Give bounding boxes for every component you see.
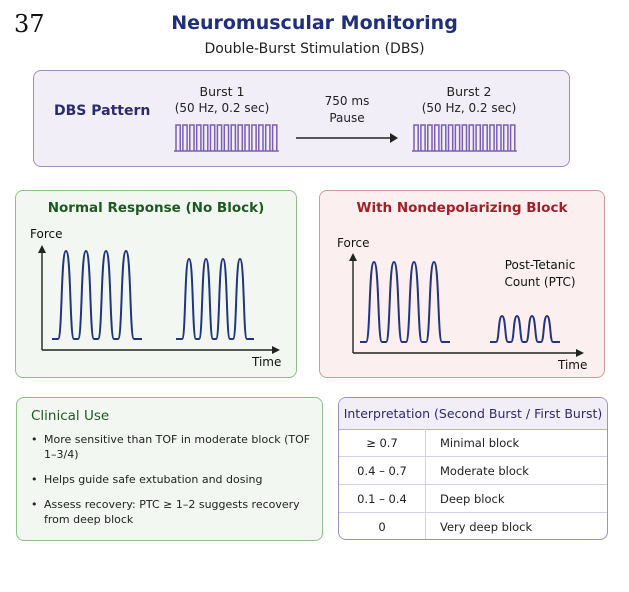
stimulus-pulse bbox=[237, 124, 244, 151]
y-axis-arrow-icon bbox=[349, 253, 357, 261]
block-force-label: Force bbox=[337, 236, 370, 250]
ratio-cell: 0.4 – 0.7 bbox=[339, 456, 426, 485]
stimulus-pulse bbox=[447, 124, 454, 151]
interpretation-panel: Interpretation (Second Burst / First Bur… bbox=[338, 397, 608, 540]
burst-2-name: Burst 2 bbox=[446, 84, 492, 99]
meaning-cell: Moderate block bbox=[425, 456, 607, 485]
first-burst-wave bbox=[52, 249, 142, 340]
stimulus-pulse bbox=[258, 124, 264, 151]
stimulus-pulse bbox=[461, 124, 468, 151]
page-number: 37 bbox=[14, 10, 45, 38]
nondepolarizing-block-panel: With Nondepolarizing Block Force Time Po… bbox=[319, 190, 605, 378]
stimulus-pulse bbox=[427, 124, 433, 151]
clinical-use-item: • Assess recovery: PTC ≥ 1–2 suggests rec… bbox=[31, 497, 321, 527]
second-burst-wave bbox=[176, 257, 254, 340]
stimulus-pulse bbox=[502, 124, 509, 151]
stimulus-pulse bbox=[454, 124, 461, 151]
table-row: 0.4 – 0.7 Moderate block bbox=[339, 456, 607, 485]
burst-2-pulses bbox=[412, 124, 517, 152]
stimulus-pulse bbox=[509, 124, 516, 151]
interpretation-table: ≥ 0.7 Minimal block 0.4 – 0.7 Moderate b… bbox=[339, 429, 607, 539]
clinical-use-text: More sensitive than TOF in moderate bloc… bbox=[44, 433, 311, 461]
ptc-annotation: Post-Tetanic Count (PTC) bbox=[490, 257, 590, 291]
table-row: 0 Very deep block bbox=[339, 512, 607, 539]
stimulus-pulse bbox=[468, 124, 475, 151]
ratio-cell: ≥ 0.7 bbox=[339, 429, 426, 457]
burst-2-params: (50 Hz, 0.2 sec) bbox=[421, 101, 517, 115]
page-title: Neuromuscular Monitoring bbox=[171, 12, 458, 34]
pause-value: 750 ms bbox=[324, 94, 370, 108]
dbs-pattern-panel: DBS Pattern Burst 1 (50 Hz, 0.2 sec) 750… bbox=[33, 70, 570, 167]
meaning-cell: Minimal block bbox=[425, 429, 607, 457]
x-axis-arrow-icon bbox=[272, 346, 280, 354]
bullet-icon: • bbox=[31, 433, 38, 446]
clinical-use-list: • More sensitive than TOF in moderate blo… bbox=[31, 432, 321, 537]
normal-time-label: Time bbox=[252, 355, 282, 369]
normal-response-plot bbox=[38, 245, 280, 354]
block-title: With Nondepolarizing Block bbox=[356, 200, 568, 216]
block-time-label: Time bbox=[558, 358, 588, 372]
burst-1-pulses bbox=[174, 124, 279, 152]
burst-1-params: (50 Hz, 0.2 sec) bbox=[174, 101, 270, 115]
stimulus-pulse bbox=[230, 124, 237, 151]
burst-1-label: Burst 1 (50 Hz, 0.2 sec) bbox=[167, 83, 277, 117]
stimulus-pulse bbox=[475, 124, 482, 151]
stimulus-pulse bbox=[251, 124, 257, 151]
bullet-icon: • bbox=[31, 498, 38, 511]
clinical-use-text: Helps guide safe extubation and dosing bbox=[44, 473, 263, 486]
clinical-use-item: • Helps guide safe extubation and dosing bbox=[31, 472, 321, 487]
clinical-use-item: • More sensitive than TOF in moderate blo… bbox=[31, 432, 321, 462]
table-row: ≥ 0.7 Minimal block bbox=[339, 429, 607, 457]
pause-arrow-icon bbox=[296, 133, 398, 143]
stimulus-pulse bbox=[244, 124, 250, 151]
stimulus-pulse bbox=[440, 124, 447, 151]
stimulus-pulse bbox=[189, 124, 195, 151]
pause-label: 750 ms Pause bbox=[317, 93, 377, 127]
x-axis-arrow-icon bbox=[576, 349, 584, 357]
clinical-use-text: Assess recovery: PTC ≥ 1–2 suggests reco… bbox=[44, 498, 300, 526]
stimulus-pulse bbox=[175, 124, 181, 151]
clinical-use-title: Clinical Use bbox=[31, 408, 110, 424]
pause-text: Pause bbox=[329, 111, 365, 125]
block-response-plot bbox=[349, 253, 584, 357]
y-axis-arrow-icon bbox=[38, 245, 46, 253]
table-row: 0.1 – 0.4 Deep block bbox=[339, 484, 607, 513]
stimulus-pulse bbox=[413, 124, 419, 151]
stimulus-pulse bbox=[496, 124, 502, 151]
normal-force-label: Force bbox=[30, 227, 63, 241]
ptc-annotation-line1: Post-Tetanic bbox=[504, 258, 576, 272]
burst-2-label: Burst 2 (50 Hz, 0.2 sec) bbox=[414, 83, 524, 117]
stimulus-pulse bbox=[264, 124, 271, 151]
first-burst-wave bbox=[360, 260, 450, 343]
burst-1-name: Burst 1 bbox=[199, 84, 245, 99]
stimulus-pulse bbox=[209, 124, 216, 151]
normal-response-panel: Normal Response (No Block) Force Time bbox=[15, 190, 297, 378]
page-subtitle: Double-Burst Stimulation (DBS) bbox=[204, 41, 425, 57]
ptc-annotation-line2: Count (PTC) bbox=[504, 275, 576, 289]
bullet-icon: • bbox=[31, 473, 38, 486]
stimulus-pulse bbox=[489, 124, 495, 151]
stimulus-pulse bbox=[195, 124, 202, 151]
ratio-cell: 0 bbox=[339, 512, 426, 539]
stimulus-pulse bbox=[482, 124, 488, 151]
stimulus-pulse bbox=[216, 124, 223, 151]
stimulus-pulse bbox=[420, 124, 426, 151]
stimulus-pulse bbox=[271, 124, 278, 151]
faded-burst-wave bbox=[490, 314, 560, 343]
clinical-use-panel: Clinical Use • More sensitive than TOF in… bbox=[16, 397, 323, 541]
interpretation-title: Interpretation (Second Burst / First Bur… bbox=[339, 398, 607, 430]
stimulus-pulse bbox=[182, 124, 188, 151]
normal-response-title: Normal Response (No Block) bbox=[47, 200, 265, 216]
meaning-cell: Very deep block bbox=[440, 519, 533, 534]
stimulus-pulse bbox=[433, 124, 440, 151]
stimulus-pulse bbox=[202, 124, 209, 151]
meaning-cell: Deep block bbox=[425, 484, 607, 513]
stimulus-pulse bbox=[223, 124, 230, 151]
ratio-cell: 0.1 – 0.4 bbox=[339, 484, 426, 513]
dbs-pattern-label: DBS Pattern bbox=[54, 103, 151, 119]
